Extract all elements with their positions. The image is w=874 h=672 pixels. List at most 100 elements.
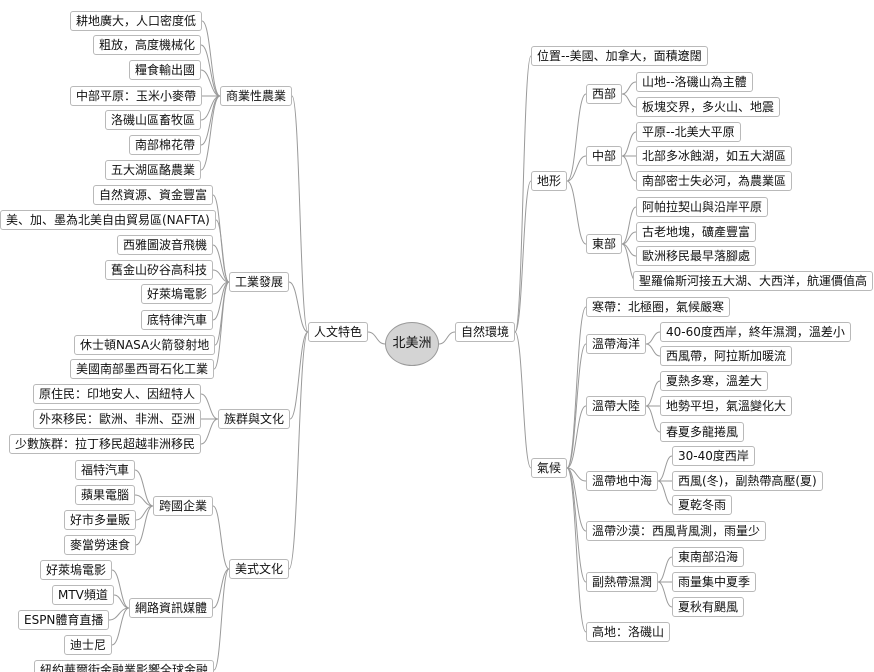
node-right-1-2-0[interactable]: 阿帕拉契山與沿岸平原 (636, 197, 769, 217)
node-left-1-2[interactable]: 西雅圖波音飛機 (117, 235, 214, 255)
link-left-1 (288, 281, 309, 333)
node-right-2-5[interactable]: 副熱帶濕潤 (586, 572, 659, 592)
link-right-2-1-0 (645, 331, 661, 345)
node-left-3-0-0[interactable]: 福特汽車 (75, 460, 136, 480)
node-left-3-0-1[interactable]: 蘋果電腦 (75, 485, 136, 505)
node-left-3[interactable]: 美式文化 (229, 559, 290, 579)
node-left-1-0[interactable]: 自然資源、資金豐富 (93, 185, 214, 205)
link-right-1-0-0 (621, 81, 637, 95)
node-right-1-1-2[interactable]: 南部密士失必河，為農業區 (636, 171, 793, 191)
node-right-1-2-2[interactable]: 歐洲移民最早落腳處 (636, 246, 757, 266)
root-node[interactable]: 北美洲 (385, 322, 439, 366)
link-right-1-0 (566, 93, 587, 182)
link-right-2-5-2 (657, 581, 673, 608)
link-left-0 (291, 95, 309, 333)
link-right-2 (514, 331, 532, 469)
node-left-2-2[interactable]: 少數族群：拉丁移民超越非洲移民 (9, 434, 202, 454)
link-left-3-0-0 (134, 469, 154, 507)
node-left-1[interactable]: 工業發展 (229, 272, 290, 292)
link-left-0-0 (201, 20, 221, 97)
node-right-2-3-1[interactable]: 西風(冬)，副熱帶高壓(夏) (672, 471, 823, 491)
node-right-2-1[interactable]: 溫帶海洋 (586, 334, 647, 354)
node-right-2-3[interactable]: 溫帶地中海 (586, 471, 659, 491)
node-left-0[interactable]: 商業性農業 (220, 86, 293, 106)
node-right-2-2-0[interactable]: 夏熱多寒，溫差大 (660, 371, 769, 391)
node-right-1-2[interactable]: 東部 (586, 234, 623, 254)
link-right-1-1-0 (621, 131, 637, 157)
node-right-1-0[interactable]: 西部 (586, 84, 623, 104)
link-left-0-5 (200, 95, 221, 146)
node-right-2-5-0[interactable]: 東南部沿海 (672, 547, 745, 567)
link-right-2-6 (566, 467, 587, 633)
node-left-2-0[interactable]: 原住民：印地安人、因紐特人 (33, 384, 202, 404)
node-right-1[interactable]: 地形 (531, 171, 568, 191)
node-right-1-1-0[interactable]: 平原--北美大平原 (636, 122, 741, 142)
node-left-3-1-0[interactable]: 好萊塢電影 (40, 560, 113, 580)
node-right-2-6[interactable]: 高地：洛磯山 (586, 622, 671, 642)
node-left-3-1-2[interactable]: ESPN體育直播 (18, 610, 110, 630)
node-right-2-2-2[interactable]: 春夏多龍捲風 (660, 422, 745, 442)
node-left-2[interactable]: 族群與文化 (218, 409, 291, 429)
link-left-3-2 (213, 568, 230, 671)
node-right-2-0[interactable]: 寒帶：北極圈，氣候嚴寒 (586, 297, 731, 317)
link-right-2-4 (566, 467, 587, 532)
node-left-1-6[interactable]: 休士頓NASA火箭發射地 (74, 335, 216, 355)
link-right-2-5-0 (657, 556, 673, 583)
link-left-3 (288, 331, 309, 570)
node-right-2[interactable]: 氣候 (531, 458, 568, 478)
link-right-2-2 (566, 405, 587, 469)
node-right-2-1-0[interactable]: 40-60度西岸，終年濕潤，溫差小 (660, 322, 851, 342)
node-left-1-1[interactable]: 美、加、墨為北美自由貿易區(NAFTA) (0, 210, 216, 230)
link-left-1-6 (214, 281, 230, 346)
node-right-2-4[interactable]: 溫帶沙漠：西風背風測，雨量少 (586, 521, 767, 541)
link-right-0 (514, 55, 532, 333)
node-left-3-1-3[interactable]: 迪士尼 (64, 635, 113, 655)
node-left-1-5[interactable]: 底特律汽車 (141, 310, 214, 330)
link-left-3-1-1 (113, 594, 130, 609)
node-left-0-5[interactable]: 南部棉花帶 (129, 135, 202, 155)
node-right-2-2[interactable]: 溫帶大陸 (586, 396, 647, 416)
node-left-0-3[interactable]: 中部平原：玉米小麥帶 (70, 86, 203, 106)
node-left-3-0-3[interactable]: 麥當勞速食 (64, 535, 137, 555)
node-left-3-0[interactable]: 跨國企業 (153, 496, 214, 516)
link-left-2-2 (200, 418, 219, 445)
link-right-1 (514, 180, 532, 333)
link-left-3-1 (212, 568, 230, 609)
node-left-0-1[interactable]: 粗放，高度機械化 (93, 35, 202, 55)
node-left-3-2[interactable]: 紐約華爾街金融業影響全球金融 (34, 660, 215, 672)
node-right-1-1[interactable]: 中部 (586, 146, 623, 166)
link-right-1-2-1 (621, 231, 637, 245)
link-left-3-1-0 (111, 569, 130, 609)
node-left-0-0[interactable]: 耕地廣大，人口密度低 (70, 11, 203, 31)
node-right-1-0-1[interactable]: 板塊交界，多火山、地震 (636, 97, 781, 117)
node-right-2-3-0[interactable]: 30-40度西岸 (672, 446, 755, 466)
link-left-1-7 (213, 281, 230, 370)
node-left[interactable]: 人文特色 (308, 322, 369, 342)
node-right-0[interactable]: 位置--美國、加拿大，面積遼闊 (531, 46, 708, 66)
node-left-2-1[interactable]: 外來移民：歐洲、非洲、亞洲 (33, 409, 202, 429)
link-left-1-3 (212, 269, 230, 283)
node-left-3-0-2[interactable]: 好市多量販 (64, 510, 137, 530)
node-left-3-1[interactable]: 網路資訊媒體 (129, 598, 214, 618)
node-right-2-2-1[interactable]: 地勢平坦，氣溫變化大 (660, 396, 793, 416)
node-right[interactable]: 自然環境 (455, 322, 516, 342)
node-left-1-4[interactable]: 好萊塢電影 (141, 284, 214, 304)
node-left-0-2[interactable]: 糧食輸出國 (129, 60, 202, 80)
node-left-0-6[interactable]: 五大湖區酪農業 (105, 160, 202, 180)
node-left-1-3[interactable]: 舊金山矽谷高科技 (105, 260, 214, 280)
node-right-2-1-1[interactable]: 西風帶，阿拉斯加暖流 (660, 346, 793, 366)
link-right-2-1-1 (645, 343, 661, 357)
link-left-3-1-3 (111, 607, 130, 646)
node-right-2-5-2[interactable]: 夏秋有颶風 (672, 597, 745, 617)
node-right-1-0-0[interactable]: 山地--洛磯山為主體 (636, 72, 753, 92)
node-right-1-2-1[interactable]: 古老地塊，礦產豐富 (636, 222, 757, 242)
link-right-2-0 (566, 306, 587, 469)
node-left-1-7[interactable]: 美國南部墨西哥石化工業 (70, 359, 215, 379)
node-right-2-5-1[interactable]: 雨量集中夏季 (672, 572, 757, 592)
node-right-2-3-2[interactable]: 夏乾冬雨 (672, 495, 733, 515)
node-right-1-2-3[interactable]: 聖羅倫斯河接五大湖、大西洋，航運價值高 (633, 271, 874, 291)
node-left-0-4[interactable]: 洛磯山區畜牧區 (105, 110, 202, 130)
node-left-3-1-1[interactable]: MTV頻道 (52, 585, 114, 605)
node-right-1-1-1[interactable]: 北部多冰蝕湖，如五大湖區 (636, 146, 793, 166)
